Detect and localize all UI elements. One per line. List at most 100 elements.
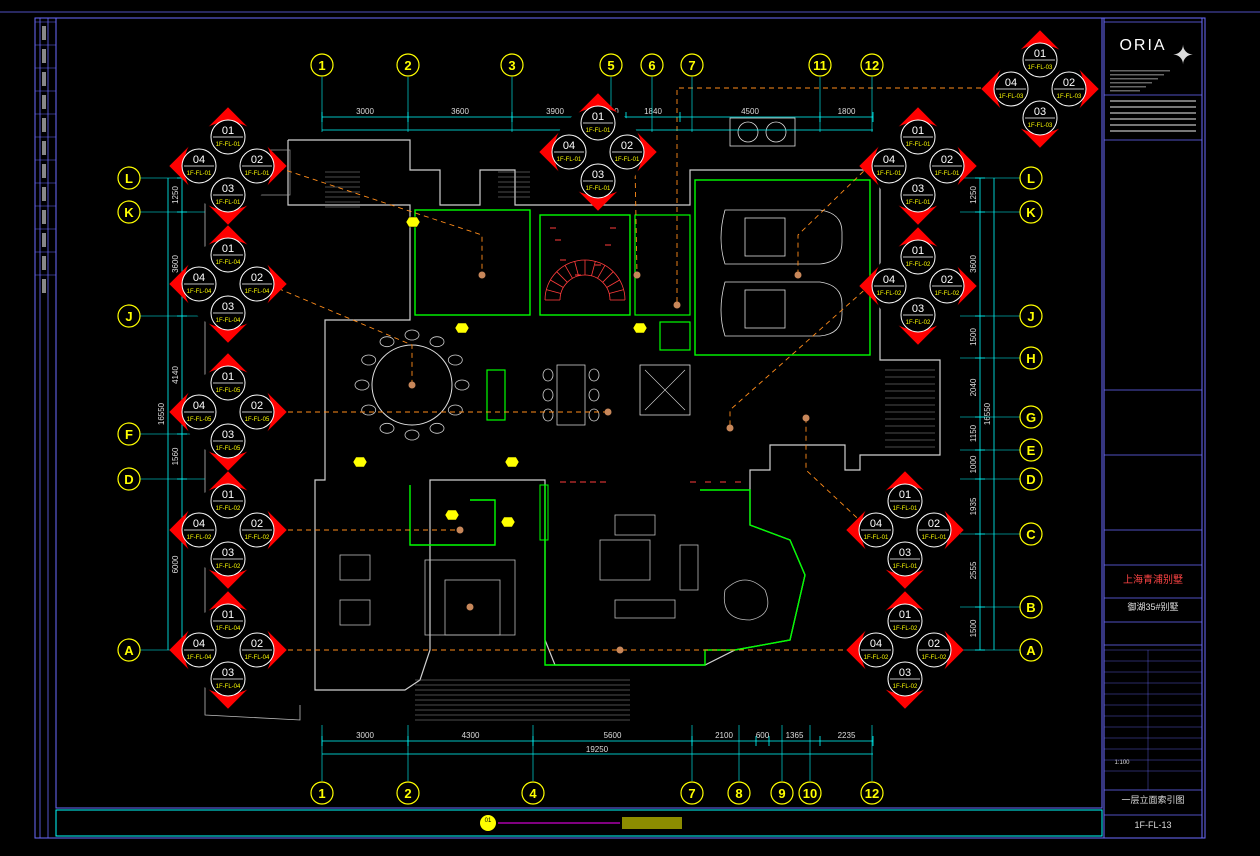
tag-quadrant-code: 1F-FL-03 bbox=[1057, 94, 1082, 100]
grid-bottom-3: 7 bbox=[688, 786, 695, 801]
grid-top-0: 1 bbox=[318, 58, 325, 73]
tag-quadrant-num: 01 bbox=[899, 489, 911, 501]
tag-quadrant-num: 03 bbox=[222, 667, 234, 679]
sub-project-name: 御湖35#别墅 bbox=[1127, 601, 1178, 612]
tag-quadrant-num: 02 bbox=[251, 154, 263, 166]
tag-quadrant-code: 1F-FL-04 bbox=[187, 289, 212, 295]
grid-bottom-7: 12 bbox=[865, 786, 879, 801]
tag-quadrant-num: 04 bbox=[870, 638, 882, 650]
tag-quadrant-num: 03 bbox=[1034, 106, 1046, 118]
logo-text: ORIA bbox=[1119, 37, 1166, 54]
grid-right-7: C bbox=[1026, 527, 1036, 542]
dim-right-4: 1150 bbox=[969, 424, 978, 442]
tag-quadrant-code: 1F-FL-05 bbox=[216, 388, 241, 394]
tag-quadrant-code: 1F-FL-02 bbox=[922, 655, 947, 661]
grid-right-4: G bbox=[1026, 410, 1036, 425]
tag-quadrant-num: 03 bbox=[899, 667, 911, 679]
tag-quadrant-code: 1F-FL-01 bbox=[216, 142, 241, 148]
dim-right-1: 3600 bbox=[969, 255, 978, 273]
tag-quadrant-code: 1F-FL-03 bbox=[999, 94, 1024, 100]
tag-quadrant-code: 1F-FL-01 bbox=[935, 171, 960, 177]
grid-top-3: 5 bbox=[607, 58, 614, 73]
grid-left-2: J bbox=[125, 309, 132, 324]
tag-quadrant-num: 04 bbox=[883, 154, 895, 166]
tag-quadrant-num: 04 bbox=[1005, 77, 1017, 89]
grid-bottom-5: 9 bbox=[778, 786, 785, 801]
dim-bottom-4: 600 bbox=[756, 731, 770, 740]
grid-right-0: L bbox=[1027, 171, 1035, 186]
tag-quadrant-code: 1F-FL-04 bbox=[216, 626, 241, 632]
tag-quadrant-code: 1F-FL-01 bbox=[557, 157, 582, 163]
tag-quadrant-num: 01 bbox=[222, 489, 234, 501]
tag-quadrant-num: 02 bbox=[928, 638, 940, 650]
dim-bottom-2: 5600 bbox=[604, 731, 622, 740]
tag-quadrant-code: 1F-FL-01 bbox=[864, 535, 889, 541]
tag-quadrant-num: 03 bbox=[592, 169, 604, 181]
tag-quadrant-num: 03 bbox=[912, 183, 924, 195]
tag-quadrant-num: 02 bbox=[251, 638, 263, 650]
grid-left-5: A bbox=[124, 643, 134, 658]
tag-quadrant-code: 1F-FL-02 bbox=[216, 564, 241, 570]
dim-bottom-3: 2100 bbox=[715, 731, 733, 740]
dim-bottom-1: 4300 bbox=[462, 731, 480, 740]
tag-quadrant-code: 1F-FL-02 bbox=[187, 535, 212, 541]
tag-quadrant-num: 02 bbox=[621, 140, 633, 152]
floor-plan bbox=[204, 87, 990, 721]
tag-quadrant-code: 1F-FL-05 bbox=[245, 417, 270, 423]
project-name: 上海青浦别墅 bbox=[1123, 573, 1183, 586]
tag-quadrant-code: 1F-FL-04 bbox=[216, 260, 241, 266]
tag-quadrant-num: 04 bbox=[193, 154, 205, 166]
grid-bottom-6: 10 bbox=[803, 786, 817, 801]
tag-quadrant-code: 1F-FL-04 bbox=[245, 289, 270, 295]
tag-quadrant-num: 01 bbox=[912, 125, 924, 137]
grid-bottom-0: 1 bbox=[318, 786, 325, 801]
tag-quadrant-code: 1F-FL-01 bbox=[922, 535, 947, 541]
dim-top-4: 1840 bbox=[644, 107, 662, 116]
tag-quadrant-num: 01 bbox=[1034, 48, 1046, 60]
grid-right-8: B bbox=[1026, 600, 1035, 615]
tag-quadrant-code: 1F-FL-04 bbox=[245, 655, 270, 661]
dim-top-5: 4500 bbox=[741, 107, 759, 116]
grid-top-5: 7 bbox=[688, 58, 695, 73]
grid-top-1: 2 bbox=[404, 58, 411, 73]
tag-quadrant-num: 02 bbox=[941, 154, 953, 166]
grid-right-3: H bbox=[1026, 351, 1035, 366]
dim-right-5: 1000 bbox=[969, 455, 978, 473]
tag-quadrant-code: 1F-FL-01 bbox=[906, 142, 931, 148]
tag-quadrant-code: 1F-FL-02 bbox=[877, 291, 902, 297]
grid-top-2: 3 bbox=[508, 58, 515, 73]
tag-quadrant-num: 01 bbox=[222, 371, 234, 383]
tag-quadrant-code: 1F-FL-02 bbox=[906, 262, 931, 268]
tag-quadrant-code: 1F-FL-02 bbox=[245, 535, 270, 541]
tag-quadrant-code: 1F-FL-05 bbox=[216, 446, 241, 452]
tag-quadrant-code: 1F-FL-01 bbox=[586, 128, 611, 134]
tag-quadrant-num: 04 bbox=[193, 638, 205, 650]
tag-quadrant-code: 1F-FL-01 bbox=[615, 157, 640, 163]
tag-quadrant-code: 1F-FL-01 bbox=[877, 171, 902, 177]
tag-quadrant-code: 1F-FL-02 bbox=[216, 506, 241, 512]
tag-quadrant-code: 1F-FL-05 bbox=[187, 417, 212, 423]
dim-left-4: 6000 bbox=[171, 555, 180, 573]
dim-right-2: 1500 bbox=[969, 328, 978, 346]
logo-mark-icon: ✦ bbox=[1172, 40, 1194, 70]
dim-right-total: 16550 bbox=[983, 402, 992, 425]
dim-right-6: 1935 bbox=[969, 497, 978, 515]
grid-bottom-4: 8 bbox=[735, 786, 742, 801]
tag-quadrant-num: 01 bbox=[222, 609, 234, 621]
dim-right-7: 2555 bbox=[969, 561, 978, 579]
dim-bottom-5: 1365 bbox=[786, 731, 804, 740]
tag-quadrant-num: 03 bbox=[222, 183, 234, 195]
tag-quadrant-num: 04 bbox=[563, 140, 575, 152]
tag-quadrant-code: 1F-FL-01 bbox=[893, 506, 918, 512]
tag-quadrant-code: 1F-FL-01 bbox=[216, 200, 241, 206]
